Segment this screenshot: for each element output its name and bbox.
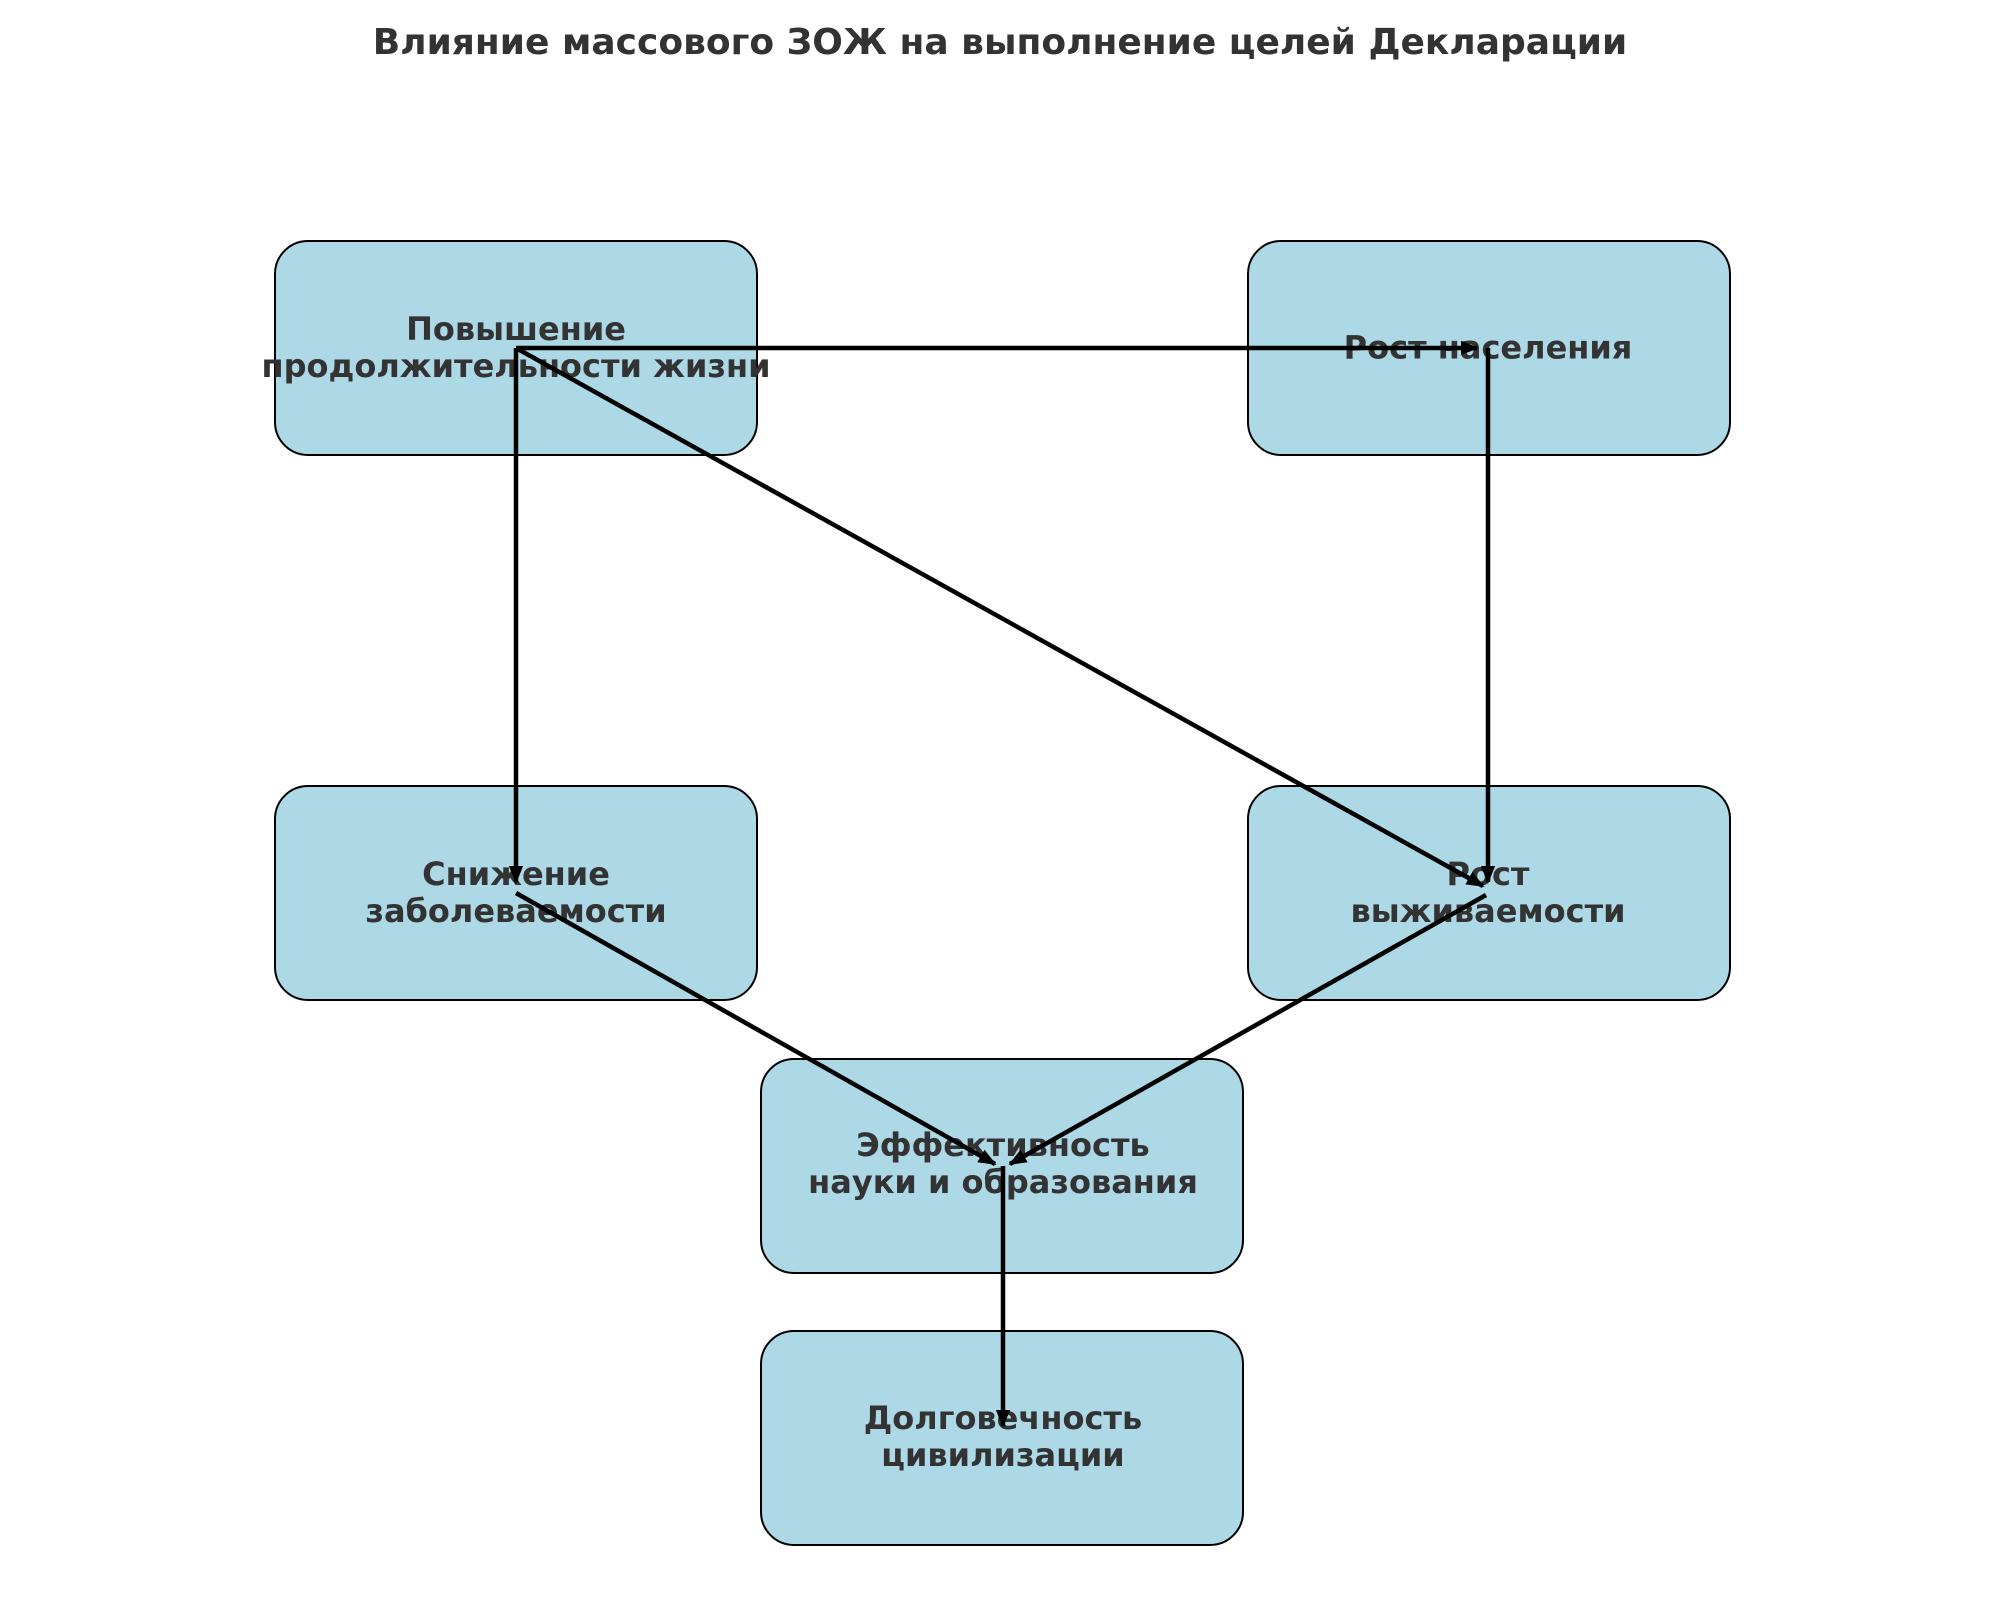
node-population-label: Рост населения [1343, 328, 1633, 367]
edge-arrow-survival-to-science [1008, 893, 1488, 1166]
node-longevity-box [760, 1330, 1244, 1546]
node-lifespan-label: Повышение продолжительности жизни [261, 310, 771, 385]
edge-arrow-morbidity-to-science [514, 891, 997, 1166]
edge-arrow-lifespan-to-survival [514, 346, 1485, 888]
diagram-title: Влияние массового ЗОЖ на выполнение целе… [372, 22, 1628, 63]
